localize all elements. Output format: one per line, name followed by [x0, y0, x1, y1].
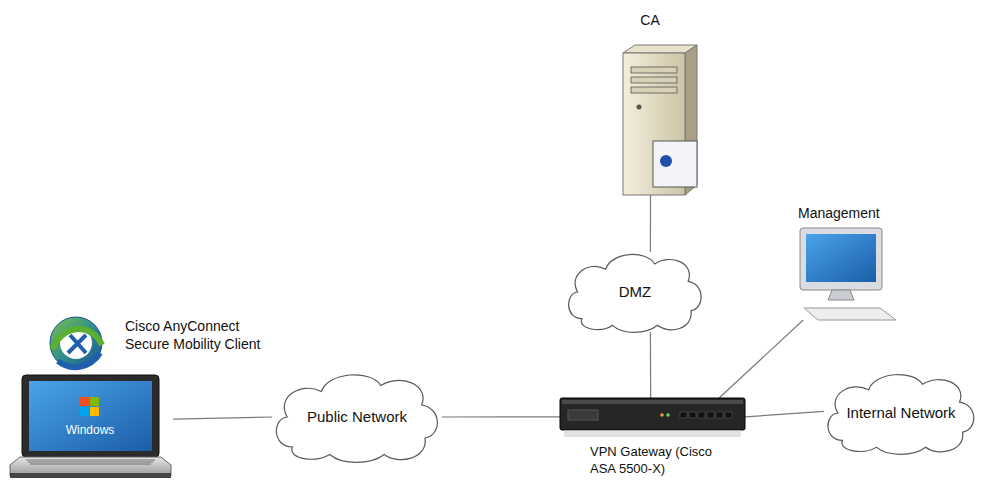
- server-label: CA: [625, 11, 675, 29]
- vpn-gateway: VPN Gateway (Cisco ASA 5500-X): [560, 398, 745, 440]
- cloud-label: Public Network: [307, 407, 407, 427]
- ca-server: CA: [603, 45, 698, 195]
- network-cloud: Internal Network: [824, 372, 978, 454]
- anyconnect-icon: [50, 317, 102, 369]
- cloud-outline: [569, 254, 702, 332]
- network-link: [442, 416, 560, 417]
- network-cloud: Public Network: [272, 372, 442, 462]
- laptop-illustration: [10, 375, 171, 478]
- server-tower: [623, 45, 697, 195]
- network-link: [745, 411, 824, 417]
- cloud-label: DMZ: [619, 282, 652, 302]
- node-outline: [790, 228, 900, 320]
- workstation: [800, 228, 896, 320]
- cloud-label: Internal Network: [846, 403, 955, 423]
- cloud-outline: [828, 375, 974, 455]
- network-link: [650, 332, 651, 398]
- network-cloud: DMZ: [565, 252, 705, 332]
- network-link: [719, 320, 803, 398]
- node-outline: [603, 45, 698, 195]
- network-link: [650, 195, 651, 252]
- network-link: [173, 417, 272, 419]
- laptop-client: Cisco AnyConnect Secure Mobility ClientW…: [8, 375, 173, 480]
- management-pc: Management: [790, 228, 900, 320]
- client-label: Cisco AnyConnect Secure Mobility Client: [125, 317, 280, 353]
- screen-text: Windows: [50, 423, 130, 439]
- device-label: VPN Gateway (Cisco ASA 5500-X): [590, 444, 718, 478]
- asa-appliance: [560, 398, 745, 437]
- pc-label: Management: [798, 204, 908, 222]
- node-outline: [560, 398, 745, 440]
- cloud-outline: [276, 375, 437, 463]
